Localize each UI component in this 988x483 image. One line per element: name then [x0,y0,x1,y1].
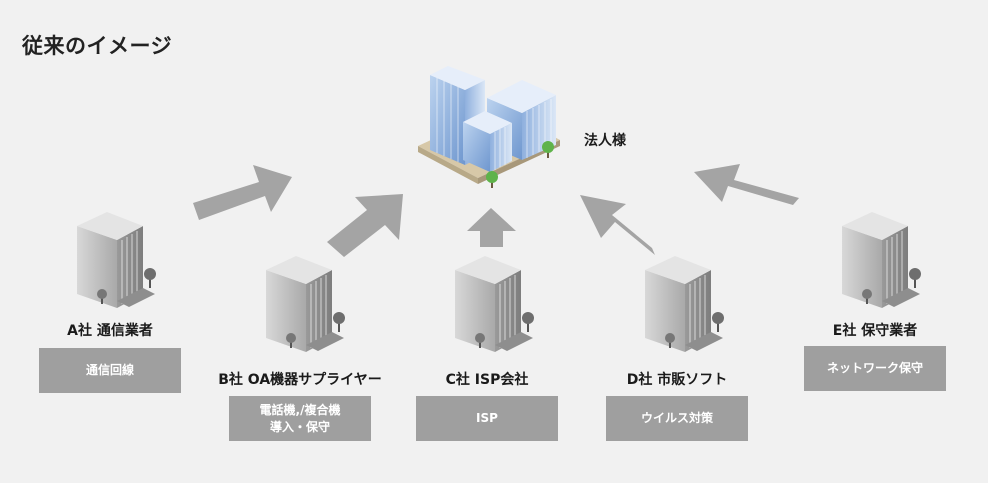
vendor-c-name: C社 ISP会社 [445,372,529,388]
vendor-d-service-line: ウイルス対策 [640,411,713,425]
vendor-a-service-line: 通信回線 [85,363,134,377]
vendor-a-name: A社 通信業者 [67,323,153,339]
vendor-e-name: E社 保守業者 [832,323,918,339]
arrow-d-to-client [580,195,655,255]
vendor-b-building-icon [265,255,346,353]
vendor-b-name: B社 OA機器サプライヤー [218,372,382,388]
client-building-icon [418,66,560,188]
arrow-a-to-client [193,165,292,220]
arrow-e-to-client [694,164,799,205]
vendor-b-service-line-1: 電話機,/複合機 [259,402,341,417]
vendor-b-service-line-2: 導入・保守 [269,419,330,434]
client-name: 法人様 [584,133,626,149]
arrow-c-to-client [467,208,516,247]
vendor-e-building-icon [841,211,922,309]
vendor-d-building-icon [644,255,725,353]
vendor-e-service-line: ネットワーク保守 [826,361,923,375]
vendor-a-building-icon [76,211,157,309]
vendor-e-service: ネットワーク保守 [804,346,946,391]
vendor-b-service: 電話機,/複合機 導入・保守 [229,396,371,441]
arrow-b-to-client [327,194,403,257]
vendor-a-service: 通信回線 [39,348,181,393]
page-title: 従来のイメージ [22,34,173,58]
vendor-c-service-line: ISP [476,411,498,425]
vendor-d-service: ウイルス対策 [606,396,748,441]
vendor-d-name: D社 市販ソフト [626,372,728,388]
vendor-c-building-icon [454,255,535,353]
vendor-c-service: ISP [416,396,558,441]
